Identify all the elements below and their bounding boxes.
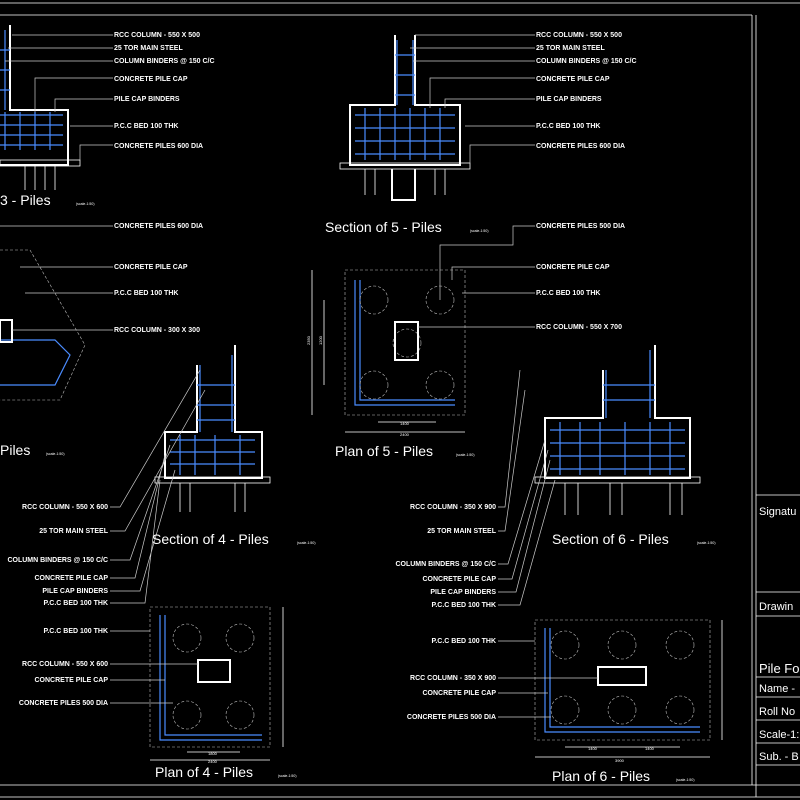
- callout: PILE CAP BINDERS: [430, 589, 496, 596]
- plan-6-piles: 1400 1400 3900 Plan of 6 - Piles (scale-…: [407, 619, 723, 784]
- section-6-piles: Section of 6 - Piles (scale-1:50) RCC CO…: [395, 345, 715, 609]
- callout: CONCRETE PILES 600 DIA: [536, 143, 625, 150]
- dim-text: 2400: [208, 759, 218, 764]
- callout: P.C.C BED 100 THK: [44, 628, 108, 635]
- signature-label: Signatu: [759, 506, 796, 518]
- callout: PILE CAP BINDERS: [42, 588, 108, 595]
- callout: CONCRETE PILES 600 DIA: [114, 143, 203, 150]
- roll-no-label: Roll No: [759, 706, 795, 718]
- plan-3-title: Piles: [0, 442, 30, 458]
- section-6-scale: (scale-1:50): [697, 541, 715, 545]
- callout: P.C.C BED 100 THK: [114, 123, 178, 130]
- callout: RCC COLUMN - 550 X 700: [536, 324, 622, 331]
- dim-text: 1400: [645, 746, 655, 751]
- plan-5-scale: (scale-1:50): [456, 453, 474, 457]
- section-4-piles: Section of 4 - Piles (scale-1:50) RCC CO…: [7, 345, 315, 607]
- callout: CONCRETE PILE CAP: [422, 576, 496, 583]
- section-5-piles: Section of 5 - Piles (scale-1:50) RCC CO…: [325, 32, 637, 235]
- callout: RCC COLUMN - 550 X 600: [22, 504, 108, 511]
- plan-6-scale: (scale-1:50): [676, 778, 694, 782]
- callout: CONCRETE PILES 500 DIA: [407, 714, 496, 721]
- plan-5-piles: 1400 2400 2350 1200 Plan of 5 - Piles (s…: [306, 223, 625, 459]
- callout: 25 TOR MAIN STEEL: [114, 45, 183, 52]
- callout: 25 TOR MAIN STEEL: [427, 528, 496, 535]
- dim-text: 2400: [400, 432, 410, 437]
- plan-5-title: Plan of 5 - Piles: [335, 443, 433, 459]
- subject-label: Sub. - B: [759, 751, 799, 763]
- plan-4-title: Plan of 4 - Piles: [155, 764, 253, 780]
- callout: P.C.C BED 100 THK: [432, 638, 496, 645]
- callout: CONCRETE PILE CAP: [114, 264, 188, 271]
- dim-text: 1400: [588, 746, 598, 751]
- callout: RCC COLUMN - 350 X 900: [410, 504, 496, 511]
- plan-6-title: Plan of 6 - Piles: [552, 768, 650, 784]
- callout: RCC COLUMN - 550 X 500: [536, 32, 622, 39]
- dim-text: 3900: [615, 758, 625, 763]
- scale-label: Scale-1:: [759, 729, 799, 741]
- drawing-label: Drawin: [759, 601, 793, 613]
- callout: RCC COLUMN - 550 X 500: [114, 32, 200, 39]
- callout: 25 TOR MAIN STEEL: [536, 45, 605, 52]
- callout: CONCRETE PILE CAP: [34, 575, 108, 582]
- callout: CONCRETE PILE CAP: [114, 76, 188, 83]
- callout: CONCRETE PILE CAP: [536, 76, 610, 83]
- plan-3-scale: (scale-1:50): [46, 452, 64, 456]
- name-label: Name -: [759, 683, 795, 695]
- dim-text: 1800: [208, 751, 218, 756]
- dim-text: 1200: [318, 335, 323, 345]
- section-5-scale: (scale-1:50): [470, 229, 488, 233]
- project-title: Pile Fo: [759, 661, 799, 676]
- callout: CONCRETE PILES 600 DIA: [114, 223, 203, 230]
- callout: CONCRETE PILE CAP: [422, 690, 496, 697]
- section-6-title: Section of 6 - Piles: [552, 531, 669, 547]
- section-3-piles: 3 - Piles (scale-1:50) RCC COLUMN - 550 …: [0, 25, 215, 208]
- plan-4-piles: 1800 2400 Plan of 4 - Piles (scale-1:50)…: [19, 606, 296, 780]
- callout: RCC COLUMN - 350 X 900: [410, 675, 496, 682]
- callout: COLUMN BINDERS @ 150 C/C: [395, 561, 496, 568]
- callout: P.C.C BED 100 THK: [44, 600, 108, 607]
- callout: PILE CAP BINDERS: [536, 96, 602, 103]
- section-3-title: 3 - Piles: [0, 192, 51, 208]
- callout: P.C.C BED 100 THK: [432, 602, 496, 609]
- plan-4-scale: (scale-1:50): [278, 774, 296, 778]
- callout: RCC COLUMN - 300 X 300: [114, 327, 200, 334]
- title-block: Signatu Drawin Pile Fo Name - Roll No Sc…: [756, 494, 800, 766]
- callout: COLUMN BINDERS @ 150 C/C: [536, 58, 637, 65]
- callout: P.C.C BED 100 THK: [536, 123, 600, 130]
- plan-3-piles: Piles (scale-1:50) CONCRETE PILES 600 DI…: [0, 223, 203, 458]
- callout: RCC COLUMN - 550 X 600: [22, 661, 108, 668]
- dim-text: 1400: [400, 421, 410, 426]
- section-5-title: Section of 5 - Piles: [325, 219, 442, 235]
- callout: COLUMN BINDERS @ 150 C/C: [114, 58, 215, 65]
- callout: CONCRETE PILE CAP: [34, 677, 108, 684]
- section-4-title: Section of 4 - Piles: [152, 531, 269, 547]
- callout: 25 TOR MAIN STEEL: [39, 528, 108, 535]
- callout: CONCRETE PILE CAP: [536, 264, 610, 271]
- callout: COLUMN BINDERS @ 150 C/C: [7, 557, 108, 564]
- section-4-scale: (scale-1:50): [297, 541, 315, 545]
- callout: P.C.C BED 100 THK: [114, 290, 178, 297]
- callout: CONCRETE PILES 500 DIA: [536, 223, 625, 230]
- dim-text: 2350: [306, 335, 311, 345]
- callout: CONCRETE PILES 500 DIA: [19, 700, 108, 707]
- section-3-scale: (scale-1:50): [76, 202, 94, 206]
- callout: PILE CAP BINDERS: [114, 96, 180, 103]
- callout: P.C.C BED 100 THK: [536, 290, 600, 297]
